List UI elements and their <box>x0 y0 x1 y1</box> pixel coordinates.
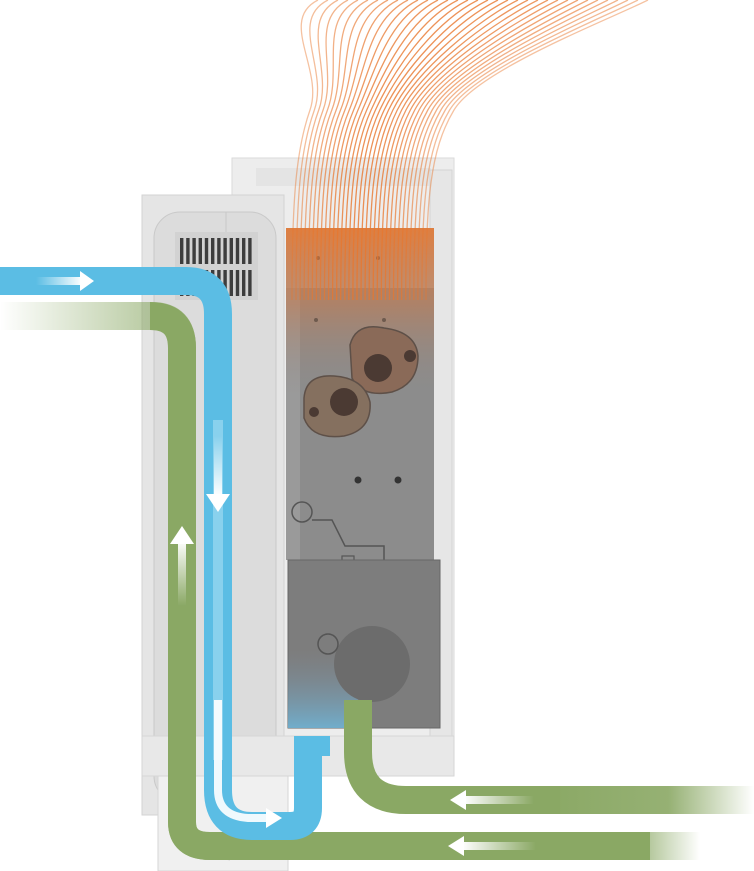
grille-slot <box>217 238 220 264</box>
grille-slot <box>180 238 183 264</box>
grille-slot <box>223 238 226 264</box>
grille-slot <box>230 270 233 296</box>
grille-slot <box>248 238 251 264</box>
grille-slot <box>248 270 251 296</box>
heat-plume <box>292 0 648 300</box>
grille-slot <box>211 238 214 264</box>
exchanger-dot-lower <box>309 407 319 417</box>
heat-unit <box>286 228 440 728</box>
grille-slot <box>236 270 239 296</box>
exchanger-port-upper <box>364 354 392 382</box>
top-cap <box>256 168 431 186</box>
exhaust-fade-upper <box>540 786 754 814</box>
exchanger-port-lower <box>330 388 358 416</box>
mount-dot <box>382 318 386 322</box>
fresh-air-stub <box>294 736 330 756</box>
fan-housing <box>334 626 410 702</box>
exhaust-fade-bottom <box>520 832 700 860</box>
grille-slot <box>230 238 233 264</box>
mount-dot <box>355 477 362 484</box>
mount-dot <box>395 477 402 484</box>
grille-slot <box>242 238 245 264</box>
grille-slot <box>199 238 202 264</box>
grille-slot <box>192 238 195 264</box>
mount-dot <box>314 318 318 322</box>
grille-slot <box>236 238 239 264</box>
grille-slot <box>186 238 189 264</box>
exchanger-dot-upper <box>404 350 416 362</box>
heat-line <box>426 0 648 300</box>
grille-slot <box>205 238 208 264</box>
grille-slot <box>242 270 245 296</box>
